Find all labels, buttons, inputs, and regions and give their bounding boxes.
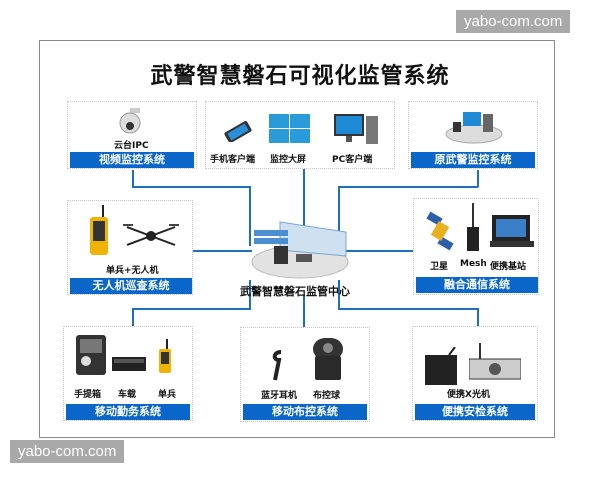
connector-line — [345, 250, 413, 252]
handheld-terminal-icon — [90, 205, 108, 255]
module-title-bar: 融合通信系统 — [416, 277, 538, 293]
connector-line — [303, 168, 305, 228]
legacy-system-icon — [445, 112, 503, 144]
center-label: 武警智慧磐石监管中心 — [240, 285, 350, 298]
satellite-icon — [426, 211, 454, 251]
connector-line — [249, 186, 251, 246]
device-label: 云台IPC — [114, 141, 149, 151]
connector-line — [477, 308, 479, 326]
module-title-bar: 视频监控系统 — [70, 152, 194, 168]
module-title-bar: 原武警监控系统 — [411, 152, 535, 168]
vehicle-dvr-icon — [112, 357, 146, 371]
rugged-laptop-icon — [490, 215, 534, 247]
watermark-bottom: yabo-com.com — [10, 440, 125, 463]
device-label: 单兵 — [158, 390, 177, 400]
command-center-icon — [251, 221, 349, 279]
mesh-radio-icon — [467, 203, 479, 251]
connector-line — [132, 170, 134, 187]
module-video: 云台IPC 视频监控系统 — [67, 101, 197, 169]
handheld-terminal-icon — [159, 339, 171, 373]
xray-machine-icon — [425, 347, 457, 385]
module-xray: 便携X光机 便携安检系统 — [412, 326, 538, 421]
device-label: 布控球 — [313, 391, 341, 401]
device-label: 便携X光机 — [447, 390, 490, 400]
device-label: 卫星 — [430, 262, 449, 272]
connector-line — [338, 280, 340, 309]
connector-line — [303, 295, 305, 327]
client-label: 手机客户端 — [210, 155, 256, 165]
desktop-pc-icon — [334, 114, 378, 144]
module-title-bar: 移动勤务系统 — [66, 404, 190, 420]
device-label: Mesh — [460, 259, 487, 269]
module-legacy: 原武警监控系统 — [408, 101, 538, 169]
module-uav: 单兵+无人机 无人机巡查系统 — [67, 200, 193, 295]
module-comm: 卫星 Mesh 便携基站 融合通信系统 — [413, 198, 539, 295]
xray-machine-icon — [469, 343, 521, 380]
client-label: PC客户端 — [332, 155, 373, 165]
video-wall-icon — [269, 114, 310, 143]
bluetooth-headset-icon — [272, 350, 282, 381]
connector-line — [338, 308, 478, 310]
module-title-bar: 无人机巡查系统 — [70, 278, 192, 294]
connector-line — [132, 308, 250, 310]
connector-line — [338, 186, 340, 246]
module-deploy: 蓝牙耳机 布控球 移动布控系统 — [240, 327, 370, 422]
diagram-title: 武警智慧磐石可视化监管系统 — [150, 64, 450, 89]
drone-icon — [123, 224, 179, 246]
module-title-bar: 移动布控系统 — [243, 404, 367, 420]
device-label: 手提箱 — [74, 390, 102, 400]
ptz-camera-icon — [119, 108, 141, 134]
watermark-top: yabo-com.com — [456, 10, 571, 33]
smartphone-icon — [224, 121, 252, 142]
client-label: 监控大屏 — [270, 155, 307, 165]
connector-line — [249, 280, 251, 310]
device-label: 蓝牙耳机 — [261, 391, 298, 401]
suitcase-icon — [76, 335, 106, 375]
connector-line — [132, 308, 134, 326]
clients-group: 手机客户端 监控大屏 PC客户端 — [205, 101, 395, 169]
connector-line — [338, 186, 478, 188]
device-label: 单兵+无人机 — [106, 266, 159, 276]
module-title-bar: 便携安检系统 — [415, 404, 535, 420]
connector-line — [477, 170, 479, 187]
module-mobile: 手提箱 车载 单兵 移动勤务系统 — [63, 326, 193, 421]
connector-line — [132, 186, 250, 188]
device-label: 车载 — [118, 390, 137, 400]
device-label: 便携基站 — [490, 262, 527, 272]
connector-line — [192, 250, 252, 252]
dome-camera-icon — [313, 338, 343, 380]
